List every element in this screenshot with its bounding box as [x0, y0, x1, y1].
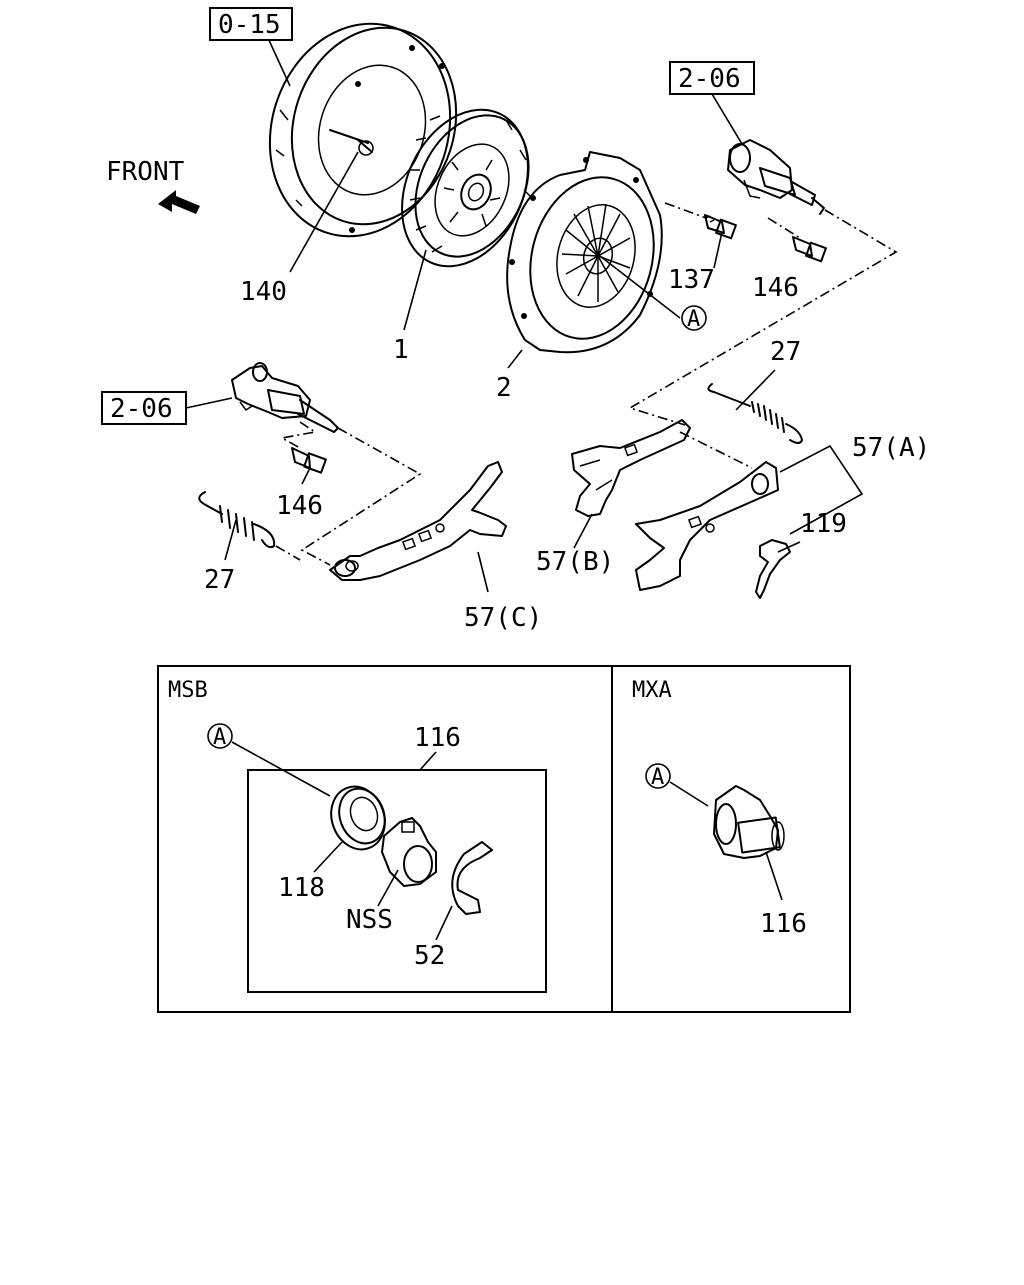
- ref-box-2-06-left[interactable]: 2-06: [101, 391, 187, 425]
- fork-57c: [329, 461, 507, 581]
- part-number-57c: 57(C): [464, 603, 542, 633]
- ref-box-label: 0-15: [218, 10, 281, 40]
- callout-a-upper: A: [681, 305, 707, 332]
- ref-box-0-15[interactable]: 0-15: [209, 7, 293, 41]
- ref-box-2-06-right[interactable]: 2-06: [669, 61, 755, 95]
- part-number-119: 119: [800, 509, 847, 539]
- part-number-52: 52: [414, 941, 445, 971]
- callout-marker: A: [687, 307, 700, 332]
- clip-52: [451, 841, 493, 915]
- flywheel: [268, 22, 458, 238]
- part-number-137: 137: [668, 265, 715, 295]
- part-number-2: 2: [496, 373, 512, 403]
- front-label: FRONT: [106, 157, 185, 187]
- sleeve-nss: [381, 817, 437, 887]
- part-number-nss: NSS: [346, 905, 393, 935]
- bolt-137: [704, 214, 737, 240]
- alignment-lines: [275, 202, 898, 566]
- clip-119: [755, 539, 791, 599]
- fork-57a: [635, 461, 779, 591]
- part-number-57b: 57(B): [536, 547, 614, 577]
- part-number-118: 118: [278, 873, 325, 903]
- panel-title-msb: MSB: [168, 678, 208, 703]
- variant-panels: [157, 665, 851, 1013]
- release-assembly-116: [713, 785, 785, 859]
- ref-box-label: 2-06: [110, 394, 173, 424]
- ref-box-label: 2-06: [678, 64, 741, 94]
- part-number-57a: 57(A): [852, 433, 930, 463]
- clutch-disc: [401, 108, 531, 268]
- spring-27-left: [198, 491, 276, 549]
- front-arrow-icon: [158, 190, 200, 214]
- part-number-146-right: 146: [752, 273, 799, 303]
- slave-cylinder-right: [727, 139, 825, 215]
- part-number-146-left: 146: [276, 491, 323, 521]
- part-number-27-right: 27: [770, 337, 801, 367]
- leader-lines: [185, 37, 864, 593]
- panel-title-mxa: MXA: [632, 678, 672, 703]
- bolt-146-right: [792, 236, 827, 263]
- part-number-27-left: 27: [204, 565, 235, 595]
- callout-marker-mxa: A: [651, 765, 664, 790]
- part-number-140: 140: [240, 277, 287, 307]
- slave-cylinder-left: [231, 362, 339, 433]
- fork-57b: [571, 419, 691, 517]
- part-number-116-msb: 116: [414, 723, 461, 753]
- panel-msb: MSB 116 A 118 NSS 52: [168, 678, 547, 993]
- release-bearing-118: [330, 785, 386, 851]
- spring-27-right: [707, 383, 803, 444]
- callout-marker-msb: A: [213, 725, 226, 750]
- panel-mxa: MXA A 116: [632, 678, 807, 939]
- pressure-plate: [506, 151, 663, 354]
- front-direction: FRONT: [106, 157, 200, 214]
- part-number-116-mxa: 116: [760, 909, 807, 939]
- part-number-labels: 140 1 2 137 146 146 27 27 57(A) 57(B) 57…: [204, 265, 930, 633]
- part-number-1: 1: [393, 335, 409, 365]
